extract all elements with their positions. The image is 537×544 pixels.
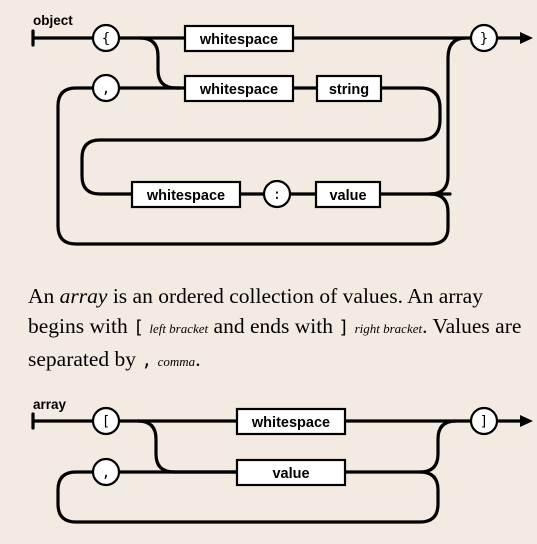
array-diagram-name: array xyxy=(33,397,67,412)
array-exit-arrow-icon xyxy=(520,415,533,427)
para-comma-name: comma xyxy=(157,354,196,369)
object-comma xyxy=(91,73,121,103)
para-right-bracket: ] xyxy=(338,317,350,338)
para-array-word: array xyxy=(59,284,108,308)
para-text-3: and ends with xyxy=(208,314,339,338)
object-string-box xyxy=(315,74,383,103)
para-text-4: . Values are separated by xyxy=(28,314,522,371)
array-open-bracket xyxy=(91,406,121,436)
object-comma-label: , xyxy=(102,81,110,97)
array-description: An array is an ordered collection of val… xyxy=(28,281,528,377)
object-whitespace-label-value: whitespace xyxy=(146,188,225,204)
array-open-bracket-label: [ xyxy=(102,414,110,430)
object-key-row-track xyxy=(80,86,452,196)
array-close-bracket xyxy=(469,406,499,436)
object-value-box xyxy=(314,180,382,209)
para-left-bracket: [ xyxy=(133,317,144,338)
object-string-label: string xyxy=(329,82,369,98)
array-comma xyxy=(91,457,121,487)
object-exit-arrow-icon xyxy=(520,32,533,44)
array-value-box xyxy=(235,458,347,487)
object-whitespace-box-value xyxy=(130,180,242,209)
object-close-rail xyxy=(428,36,468,196)
object-diagram-name: object xyxy=(33,13,73,28)
array-diagram: array [ , ] whitespace value xyxy=(31,397,533,524)
para-left-bracket-name: left bracket xyxy=(149,321,209,336)
para-text-2: is an ordered collection of values. An a… xyxy=(28,284,483,338)
array-comma-label: , xyxy=(102,465,110,481)
para-comma: , xyxy=(141,350,153,371)
object-open-branch xyxy=(138,36,182,90)
array-open-branch xyxy=(136,419,242,474)
para-text-5: . xyxy=(195,347,201,371)
object-value-label: value xyxy=(329,188,366,204)
array-whitespace-label: whitespace xyxy=(251,415,330,431)
para-text-1: An xyxy=(28,284,60,308)
object-whitespace-label-top: whitespace xyxy=(199,32,278,48)
object-open-brace-label: { xyxy=(102,31,110,47)
object-open-brace xyxy=(91,23,121,53)
object-whitespace-box-key xyxy=(183,74,295,103)
object-diagram: object { , } : whitespace whitespace str xyxy=(31,13,533,246)
object-loop-back xyxy=(56,86,450,246)
object-close-brace-label: } xyxy=(480,31,488,47)
array-close-rail xyxy=(338,419,458,474)
array-whitespace-box xyxy=(235,407,347,436)
array-loop-back xyxy=(56,470,440,524)
array-value-label: value xyxy=(272,466,309,482)
object-colon-label: : xyxy=(273,187,281,203)
object-colon xyxy=(262,179,292,209)
object-close-brace xyxy=(469,23,499,53)
object-whitespace-box-top xyxy=(183,24,295,53)
object-whitespace-label-key: whitespace xyxy=(199,82,278,98)
array-close-bracket-label: ] xyxy=(480,414,488,430)
para-right-bracket-name: right bracket xyxy=(354,321,423,336)
